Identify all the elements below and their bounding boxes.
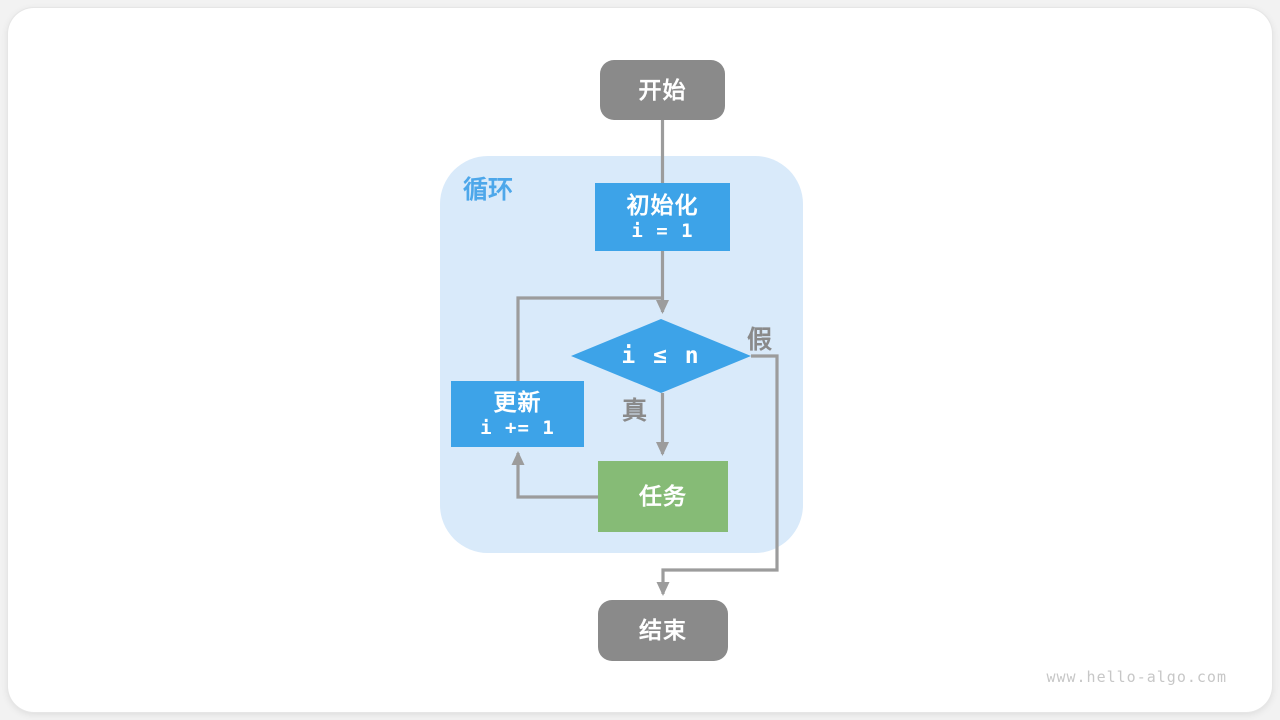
watermark-url: www.hello-algo.com [1046, 668, 1227, 686]
true-branch-label: 真 [622, 397, 648, 425]
connector-lines [511, 120, 779, 596]
node-update-label: 更新 [493, 388, 542, 415]
node-update: 更新 i += 1 [451, 381, 584, 447]
node-end: 结束 [598, 600, 728, 661]
node-task: 任务 [598, 461, 728, 532]
edge-task-update [511, 451, 598, 499]
node-end-label: 结束 [639, 617, 687, 644]
condition-diamond-shape [571, 319, 751, 393]
diagram-card: 循环 开始 初始化 i [8, 8, 1272, 712]
edge-update-junction [516, 296, 661, 381]
node-update-code: i += 1 [480, 416, 555, 439]
node-task-label: 任务 [639, 483, 687, 510]
false-branch-label: 假 [747, 326, 773, 354]
node-initialize-label: 初始化 [626, 191, 699, 218]
node-initialize-code: i = 1 [631, 219, 694, 242]
edge-cond-end [656, 354, 779, 596]
node-initialize: 初始化 i = 1 [595, 183, 730, 251]
loop-region-label: 循环 [463, 176, 514, 204]
node-start-label: 开始 [638, 76, 687, 103]
node-start: 开始 [600, 60, 725, 120]
node-condition-label: i ≤ n [621, 343, 701, 369]
node-condition: i ≤ n [566, 314, 756, 398]
